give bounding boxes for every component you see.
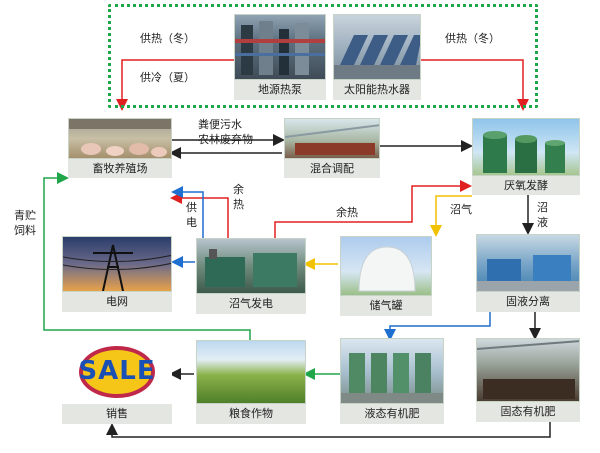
pipes-icon	[235, 21, 325, 75]
biogas-power-image	[196, 238, 306, 294]
edge-label-heat-winter-left: 供热（冬）	[140, 32, 195, 45]
edge-label-cool-summer: 供冷（夏）	[140, 71, 195, 84]
node-solid-fertilizer: 固态有机肥	[476, 338, 580, 422]
arrow-to-liquid-fertilizer	[384, 312, 491, 341]
greenhouse-pool-icon	[285, 124, 379, 155]
edge-label-silage: 青贮饲料	[14, 209, 36, 237]
arrow-waste-heat-up	[170, 192, 229, 238]
liquid-fertilizer-image	[340, 338, 444, 404]
arrow-heat-right	[395, 59, 529, 111]
label-biogas-power: 沼气发电	[196, 294, 306, 314]
edge-label-biogas-slurry: 沼液	[537, 201, 548, 229]
digester-tanks-icon	[483, 131, 565, 173]
livestock-farm-image	[68, 118, 172, 159]
label-solar-water-heater: 太阳能热水器	[333, 80, 421, 100]
mixing-image	[284, 118, 380, 159]
compost-shed-icon	[477, 340, 579, 399]
anaerobic-image	[472, 118, 580, 176]
edge-label-heat-winter-right: 供热（冬）	[445, 32, 500, 45]
pigs-icon	[69, 119, 171, 157]
power-grid-image	[62, 236, 172, 292]
node-mixing: 混合调配	[284, 118, 380, 178]
node-sales: SALE 销售	[62, 340, 172, 424]
arrow-waste-heat-right	[274, 180, 472, 238]
node-grain-crops: 粮食作物	[196, 340, 306, 424]
node-gas-tank: 储气罐	[340, 236, 432, 316]
solar-water-heater-image	[333, 14, 421, 80]
node-liquid-fertilizer: 液态有机肥	[340, 338, 444, 424]
label-livestock-farm: 畜牧养殖场	[68, 159, 172, 178]
node-anaerobic: 厌氧发酵	[472, 118, 580, 195]
label-gas-tank: 储气罐	[340, 296, 432, 316]
label-sales: 销售	[62, 404, 172, 424]
generator-icon	[205, 249, 297, 287]
node-solid-liquid: 固液分离	[476, 234, 580, 312]
node-power-grid: 电网	[62, 236, 172, 312]
separator-icon	[477, 255, 579, 291]
edge-label-manure-2: 农林废弃物	[198, 133, 253, 146]
sale-sticker-icon	[79, 346, 155, 398]
label-liquid-fertilizer: 液态有机肥	[340, 404, 444, 424]
node-livestock-farm: 畜牧养殖场	[68, 118, 172, 178]
label-power-grid: 电网	[62, 292, 172, 312]
arrow-power-supply	[171, 186, 204, 238]
transmission-tower-icon	[63, 244, 171, 291]
edge-label-power-supply: 供电	[186, 201, 197, 229]
sale-logo-text: SALE	[78, 356, 156, 386]
gas-dome-icon	[358, 246, 416, 292]
edge-label-waste-heat-vertical: 余热	[233, 183, 244, 211]
label-ground-heat-pump: 地源热泵	[234, 80, 326, 100]
fertilizer-tanks-icon	[341, 353, 443, 403]
label-mixing: 混合调配	[284, 159, 380, 178]
solid-liquid-image	[476, 234, 580, 292]
edge-label-biogas: 沼气	[450, 203, 472, 216]
solar-panels-icon	[334, 35, 420, 79]
edge-label-waste-heat-horizontal: 余热	[336, 206, 358, 219]
arrow-bottom-return	[106, 420, 551, 438]
sales-image: SALE	[62, 340, 172, 404]
edge-label-manure-1: 粪便污水	[198, 118, 242, 131]
label-grain-crops: 粮食作物	[196, 404, 306, 424]
label-solid-fertilizer: 固态有机肥	[476, 402, 580, 422]
heat-supply-group-border	[108, 4, 538, 108]
node-solar-water-heater: 太阳能热水器	[333, 14, 421, 100]
node-biogas-power: 沼气发电	[196, 238, 306, 314]
arrow-biogas-down	[430, 195, 472, 237]
node-ground-heat-pump: 地源热泵	[234, 14, 326, 100]
label-solid-liquid: 固液分离	[476, 292, 580, 312]
label-anaerobic: 厌氧发酵	[472, 176, 580, 195]
grain-crops-image	[196, 340, 306, 404]
arrow-heat-left	[116, 59, 234, 111]
solid-fertilizer-image	[476, 338, 580, 402]
ground-heat-pump-image	[234, 14, 326, 80]
gas-tank-image	[340, 236, 432, 296]
